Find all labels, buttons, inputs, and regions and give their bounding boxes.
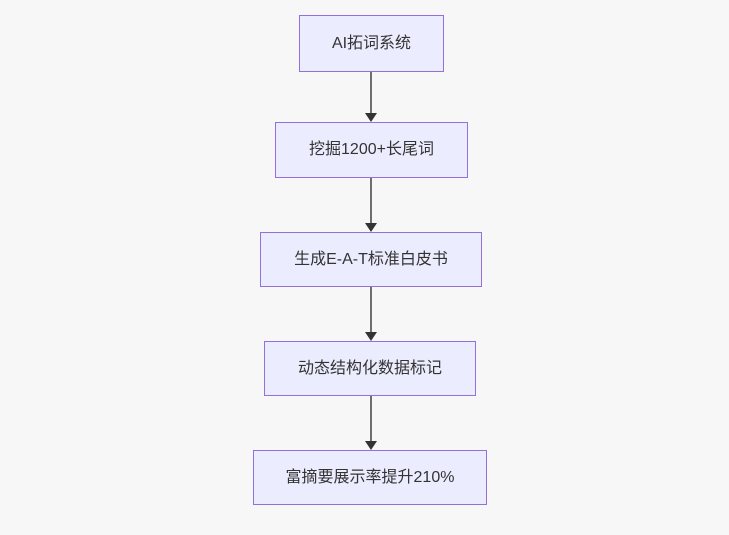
- flow-node-ai-word-expansion-system: AI拓词系统: [299, 15, 444, 72]
- flow-node-rich-snippet-rate-increase: 富摘要展示率提升210%: [253, 450, 487, 505]
- arrow-shaft: [369, 72, 372, 113]
- flow-arrow-3: [364, 287, 377, 341]
- arrow-shaft: [369, 396, 372, 441]
- arrow-shaft: [369, 287, 372, 332]
- flow-arrow-4: [364, 396, 377, 450]
- flow-node-label: 挖掘1200+长尾词: [309, 141, 434, 159]
- flow-node-label: 动态结构化数据标记: [297, 359, 442, 377]
- flow-node-label: 富摘要展示率提升210%: [285, 468, 455, 486]
- flow-node-mine-longtail-keywords: 挖掘1200+长尾词: [275, 122, 468, 178]
- arrowhead-down-icon: [364, 332, 377, 341]
- arrowhead-down-icon: [364, 113, 377, 122]
- arrow-shaft: [369, 178, 372, 223]
- arrowhead-down-icon: [364, 223, 377, 232]
- flow-arrow-1: [364, 72, 377, 122]
- flow-node-label: 生成E-A-T标准白皮书: [294, 250, 448, 268]
- arrowhead-down-icon: [364, 441, 377, 450]
- flow-node-dynamic-structured-data-markup: 动态结构化数据标记: [264, 341, 476, 396]
- flow-node-generate-eat-whitepaper: 生成E-A-T标准白皮书: [260, 232, 482, 287]
- flow-node-label: AI拓词系统: [331, 34, 412, 52]
- flow-arrow-2: [364, 178, 377, 232]
